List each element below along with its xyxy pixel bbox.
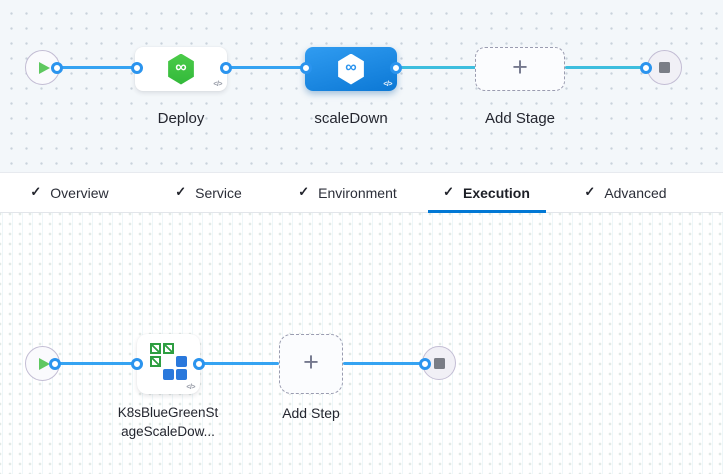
cd-hexagon-icon: ∞: [338, 53, 364, 85]
edge-connector: [343, 362, 425, 365]
green-square: [150, 343, 161, 354]
execution-start-node[interactable]: [25, 346, 60, 381]
check-icon: ✓: [584, 183, 596, 199]
code-icon: </>: [383, 81, 392, 88]
blue-square: [163, 369, 174, 380]
connector-port[interactable]: [390, 62, 402, 74]
stop-icon: [659, 62, 670, 73]
edge-connector: [226, 66, 306, 69]
check-icon: ✓: [443, 183, 454, 199]
code-icon: </>: [213, 81, 222, 88]
check-icon: ✓: [175, 183, 187, 199]
blue-square: [176, 369, 187, 380]
tab-environment[interactable]: ✓ Environment: [278, 173, 417, 212]
k8s-blue-green-icon: [150, 343, 188, 381]
play-icon: [39, 357, 50, 370]
check-icon: ✓: [30, 183, 42, 199]
stage-label-deploy: Deploy: [157, 110, 205, 127]
pipeline-end-node[interactable]: [647, 50, 682, 85]
step-label-line2: ageScaleDow...: [121, 424, 215, 439]
tab-execution[interactable]: ✓ Execution: [417, 173, 556, 212]
harness-infinity-icon: ∞: [175, 59, 187, 76]
play-icon: [39, 61, 50, 74]
add-step-label: Add Step: [282, 405, 340, 421]
edge-connector: [57, 66, 137, 69]
green-square: [163, 343, 174, 354]
check-icon: ✓: [298, 183, 310, 199]
tab-label: Environment: [318, 184, 397, 201]
connector-port[interactable]: [131, 62, 143, 74]
step-label: K8sBlueGreenSt ageScaleDow...: [98, 403, 238, 441]
stage-graph-canvas[interactable]: ∞ </> Deploy ∞ </> scaleDown + Add Stage: [0, 0, 723, 172]
add-stage-button[interactable]: +: [475, 47, 565, 91]
step-node-k8s-bg-scaledown[interactable]: </>: [137, 334, 200, 394]
connector-port[interactable]: [640, 62, 652, 74]
green-square: [150, 356, 161, 367]
execution-graph-canvas[interactable]: </> K8sBlueGreenSt ageScaleDow... + Add …: [0, 213, 723, 474]
plus-icon: +: [303, 347, 319, 377]
blue-square: [176, 356, 187, 367]
connector-port[interactable]: [300, 62, 312, 74]
edge-connector: [396, 66, 476, 69]
tab-label: Advanced: [604, 184, 667, 201]
edge-connector: [55, 362, 137, 365]
edge-connector: [565, 66, 646, 69]
cd-hexagon-icon: ∞: [168, 53, 194, 85]
connector-port[interactable]: [193, 358, 205, 370]
stage-config-tabs: ✓ Overview ✓ Service ✓ Environment ✓ Exe…: [0, 172, 723, 213]
tab-overview[interactable]: ✓ Overview: [0, 173, 139, 212]
harness-infinity-icon: ∞: [345, 59, 357, 76]
connector-port[interactable]: [49, 358, 61, 370]
connector-port[interactable]: [419, 358, 431, 370]
stage-node-deploy[interactable]: ∞ </>: [135, 47, 227, 91]
connector-port[interactable]: [131, 358, 143, 370]
stage-label-scaledown: scaleDown: [314, 110, 388, 127]
stop-icon: [433, 357, 445, 369]
add-stage-label: Add Stage: [484, 110, 556, 127]
tab-service[interactable]: ✓ Service: [139, 173, 278, 212]
code-icon: </>: [186, 384, 195, 391]
add-step-button[interactable]: +: [279, 334, 343, 394]
connector-port[interactable]: [51, 62, 63, 74]
step-label-line1: K8sBlueGreenSt: [117, 405, 219, 420]
edge-connector: [199, 362, 279, 365]
stage-node-scaledown[interactable]: ∞ </>: [305, 47, 397, 91]
tab-label: Overview: [50, 184, 109, 201]
connector-port[interactable]: [220, 62, 232, 74]
tab-advanced[interactable]: ✓ Advanced: [556, 173, 695, 212]
plus-icon: +: [512, 52, 528, 82]
tab-label: Service: [195, 184, 242, 201]
tab-label: Execution: [463, 184, 530, 201]
